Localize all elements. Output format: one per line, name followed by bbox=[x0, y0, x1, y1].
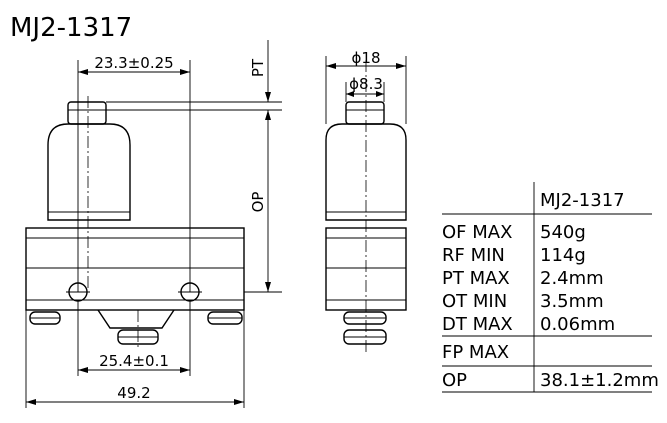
spec-row-name: DT MAX bbox=[442, 314, 513, 335]
spec-table: MJ2-1317 OF MAX 540g RF MIN 114g PT MAX … bbox=[442, 182, 659, 393]
spec-row-name: OF MAX bbox=[442, 222, 512, 243]
dim-dia-inner-label: ϕ8.3 bbox=[349, 75, 383, 93]
spec-row-value: 0.06mm bbox=[540, 314, 615, 335]
spec-row-value: 38.1±1.2mm bbox=[540, 370, 659, 391]
spec-row-name: OT MIN bbox=[442, 291, 507, 312]
spec-table-header: MJ2-1317 bbox=[540, 190, 625, 211]
spec-row-value: 114g bbox=[540, 245, 586, 266]
switch-body bbox=[25, 227, 245, 311]
dim-overall-width: 49.2 bbox=[25, 310, 245, 408]
dim-dia-inner: ϕ8.3 bbox=[345, 75, 385, 102]
dim-pin-spacing-bottom-label: 25.4±0.1 bbox=[99, 352, 169, 370]
dim-pt-label: PT bbox=[249, 58, 267, 77]
dim-pt-op: PT OP bbox=[106, 40, 282, 293]
base-trapezoid bbox=[97, 309, 175, 329]
plunger-body bbox=[47, 123, 131, 221]
spec-row-name: FP MAX bbox=[442, 342, 509, 363]
spec-row-name: OP bbox=[442, 370, 467, 391]
dim-op-label: OP bbox=[249, 192, 267, 213]
spec-row-name: PT MAX bbox=[442, 268, 510, 289]
side-view bbox=[325, 60, 407, 352]
dim-pin-spacing-top: 23.3±0.25 bbox=[77, 54, 191, 292]
model-title: MJ2-1317 bbox=[10, 13, 132, 43]
side-upper-body bbox=[325, 123, 407, 221]
dim-dia-outer: ϕ18 bbox=[325, 49, 407, 124]
spec-row-name: RF MIN bbox=[442, 245, 505, 266]
spec-row-value: 2.4mm bbox=[540, 268, 604, 289]
dim-pin-spacing-bottom: 25.4±0.1 bbox=[77, 300, 191, 376]
plunger-cap bbox=[67, 101, 107, 125]
dim-overall-width-label: 49.2 bbox=[117, 384, 150, 402]
front-view bbox=[25, 96, 245, 350]
dim-dia-outer-label: ϕ18 bbox=[352, 49, 381, 67]
spec-row-value: 3.5mm bbox=[540, 291, 604, 312]
dim-pin-spacing-top-label: 23.3±0.25 bbox=[94, 54, 173, 72]
side-plunger-cap bbox=[345, 101, 385, 125]
spec-row-value: 540g bbox=[540, 222, 586, 243]
